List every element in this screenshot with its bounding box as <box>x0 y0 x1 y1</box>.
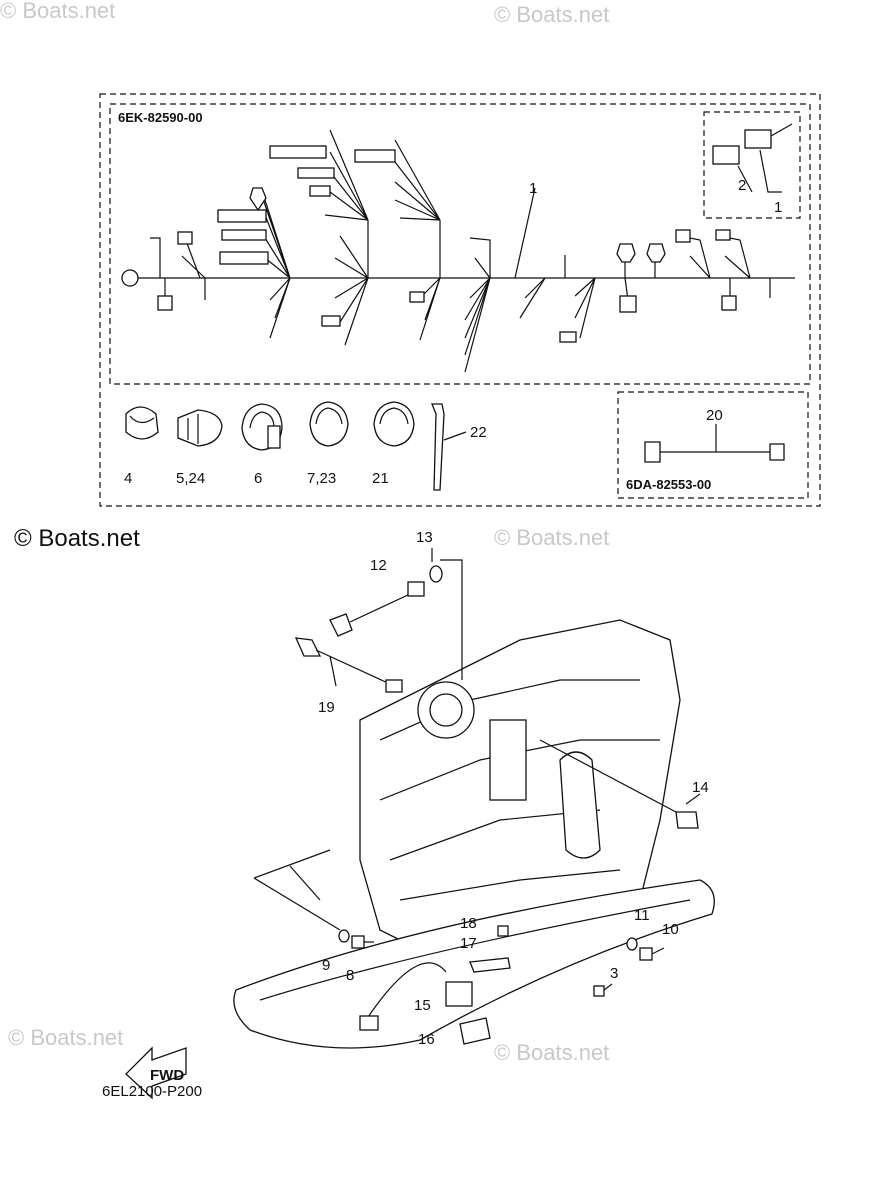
bolt-10 <box>639 947 665 961</box>
label-18: 18 <box>460 915 477 932</box>
label-1: 1 <box>529 180 537 197</box>
clamp-4 <box>125 406 159 440</box>
clamp-6 <box>241 403 283 451</box>
connector-inset-frame <box>703 111 801 219</box>
label-6: 6 <box>254 470 262 487</box>
label-2: 2 <box>738 177 746 194</box>
wire-harness-main <box>121 129 795 373</box>
diagram-code: 6EL2100-P200 <box>102 1083 202 1100</box>
clamp-7-23 <box>309 401 349 447</box>
cable-tie-22 <box>431 403 467 491</box>
label-12: 12 <box>370 557 387 574</box>
fwd-arrow-icon: FWD <box>125 1046 187 1100</box>
watermark-bottom-left: © Boats.net <box>8 1025 123 1050</box>
label-1-inset: 1 <box>774 199 782 216</box>
label-20: 20 <box>706 407 723 424</box>
label-3: 3 <box>610 965 618 982</box>
clamp-5-24 <box>177 409 223 447</box>
sensor-14 <box>539 739 701 829</box>
leader-lines-8-9 <box>253 849 341 931</box>
fwd-label: FWD <box>150 1067 184 1084</box>
sensor-12 <box>329 548 463 680</box>
bolt-3 <box>593 983 613 997</box>
label-4: 4 <box>124 470 132 487</box>
screw-18 <box>497 925 509 937</box>
label-21: 21 <box>372 470 389 487</box>
watermark-top-right: © Boats.net <box>494 2 609 27</box>
label-16: 16 <box>418 1031 435 1048</box>
label-19: 19 <box>318 699 335 716</box>
washer-11 <box>626 937 638 951</box>
watermark-bottom-right: © Boats.net <box>494 1040 609 1065</box>
sensor-19 <box>294 637 403 693</box>
grommet-16 <box>459 1017 491 1045</box>
harness-part-number: 6EK-82590-00 <box>118 110 203 125</box>
label-11: 11 <box>634 907 650 924</box>
watermark-mid-right: © Boats.net <box>494 525 609 550</box>
engine-block <box>233 619 715 1049</box>
label-5-24: 5,24 <box>176 470 205 487</box>
label-8: 8 <box>346 967 354 984</box>
lead-wire-frame <box>617 391 809 499</box>
lead-part-number: 6DA-82553-00 <box>626 477 711 492</box>
label-10: 10 <box>662 921 679 938</box>
label-9: 9 <box>322 957 330 974</box>
label-7-23: 7,23 <box>307 470 336 487</box>
bolt-8 <box>351 935 374 949</box>
label-17: 17 <box>460 935 477 952</box>
label-15: 15 <box>414 997 431 1014</box>
label-13: 13 <box>416 529 433 546</box>
connector-15 <box>359 962 473 1031</box>
watermark-main: © Boats.net <box>14 525 140 552</box>
clamp-21 <box>373 401 415 447</box>
washer-9 <box>338 929 350 943</box>
connector-pair <box>712 123 793 193</box>
label-22: 22 <box>470 424 487 441</box>
bracket-17 <box>469 957 511 973</box>
outer-kit-frame <box>99 93 821 507</box>
harness-frame <box>109 103 811 385</box>
watermark-top-left: © Boats.net <box>0 0 115 23</box>
lead-wire-20 <box>644 424 785 463</box>
label-14: 14 <box>692 779 709 796</box>
